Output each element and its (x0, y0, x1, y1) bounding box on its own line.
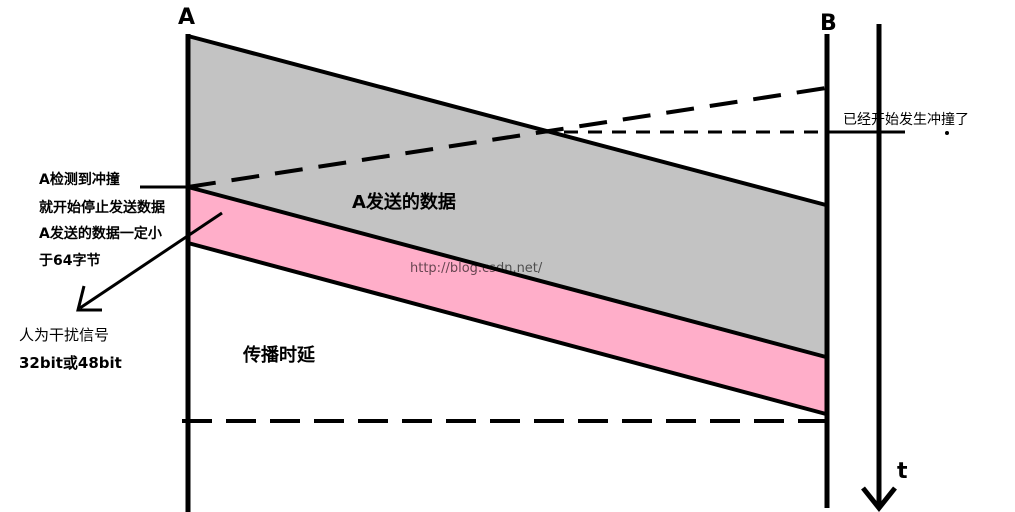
a-detect-label-1: A检测到冲撞 (39, 171, 120, 188)
jam-signal-region (188, 187, 826, 414)
jam-label-1: 人为干扰信号 (19, 326, 109, 344)
a-data-region (188, 36, 826, 357)
data-bottom-edge (187, 185, 827, 359)
jam-arrow-head (76, 285, 102, 312)
watermark: http://blog.csdn.net/ (410, 261, 543, 276)
station-a-label: A (178, 5, 195, 30)
propagation-delay-label: 传播时延 (242, 344, 316, 366)
jam-bottom-edge (187, 241, 827, 416)
a-detect-label-3: A发送的数据一定小 (39, 225, 162, 242)
station-b-label: B (820, 11, 837, 36)
jam-label-2: 32bit或48bit (19, 354, 122, 372)
data-top-edge (187, 34, 827, 207)
a-detect-label-2: 就开始停止发送数据 (39, 199, 165, 216)
annotation-dot (945, 131, 949, 135)
a-data-label: A发送的数据 (352, 191, 456, 213)
collision-started-label: 已经开始发生冲撞了 (843, 112, 969, 128)
a-detect-label-4: 于64字节 (39, 252, 100, 269)
time-axis-label: t (897, 459, 908, 484)
collision-signal-dashed (187, 86, 827, 189)
jam-arrow-line (79, 211, 223, 310)
time-axis-arrowhead (861, 486, 897, 512)
